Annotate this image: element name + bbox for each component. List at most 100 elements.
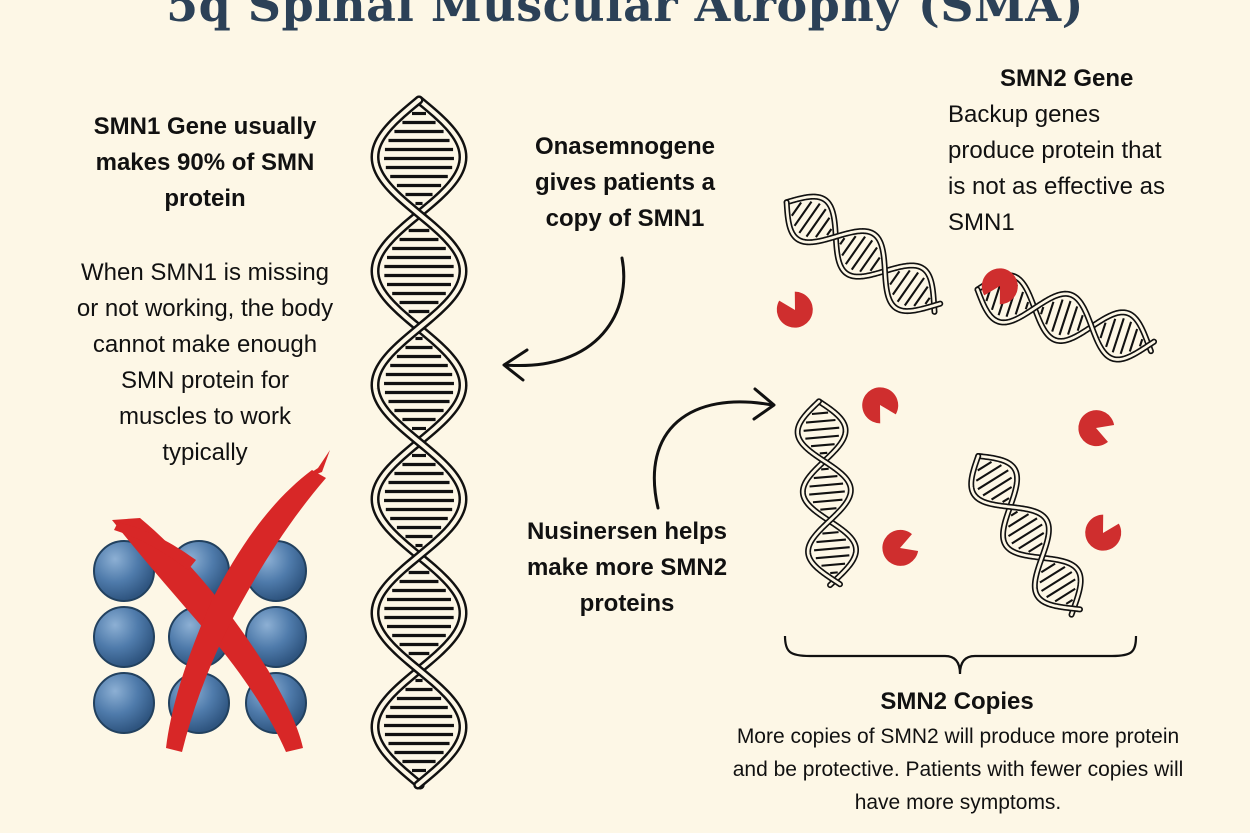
dna-rung: [815, 217, 831, 238]
dna-strand-fill: [796, 400, 853, 586]
dna-rung: [822, 531, 839, 535]
dna-rung: [1105, 318, 1117, 348]
smn2-copies-description-line: More copies of SMN2 will produce more pr…: [736, 725, 1180, 748]
dna-rung: [1040, 562, 1056, 574]
dna-rung: [805, 434, 839, 440]
dna-strand-fill: [372, 97, 466, 788]
smn1-heading-line: makes 90% of SMN: [95, 149, 315, 176]
smn1-heading-line: protein: [164, 185, 246, 212]
dna-rung: [977, 460, 993, 472]
dna-rung: [1010, 510, 1019, 517]
dna-rung: [819, 451, 828, 455]
dna-rung: [1007, 513, 1030, 528]
smn2-gene-description: Backup genes produce protein that is not…: [948, 97, 1248, 241]
smn2-gene-heading: SMN2 Gene: [1000, 65, 1134, 92]
onasemnogene-arrow: [502, 256, 626, 382]
smn2-copies-description-line: have more symptoms.: [854, 791, 1062, 814]
dna-rung: [821, 562, 846, 567]
dna-rung: [1039, 565, 1066, 584]
dna-rung: [815, 554, 850, 560]
nusinersen-line: make more SMN2: [526, 554, 728, 581]
smn1-description-line: cannot make enough: [92, 331, 318, 358]
dna-rung: [839, 237, 846, 245]
dna-rung: [830, 571, 838, 575]
smn2-gene-description-line: Backup genes: [948, 101, 1101, 128]
protein-sphere-icon: [93, 672, 155, 734]
dna-rung: [1028, 542, 1043, 553]
pacman-protein-icon: [1073, 405, 1118, 451]
smn2-gene-description-line: SMN1: [948, 209, 1015, 236]
smn1-description-line: When SMN1 is missing: [80, 259, 330, 286]
dna-rung: [1011, 523, 1043, 545]
dna-rung: [798, 203, 821, 234]
dna-rung: [903, 277, 925, 307]
dna-rung: [813, 546, 850, 552]
nusinersen-line: proteins: [579, 590, 675, 617]
dna-rung: [889, 270, 901, 286]
dna-rung: [859, 246, 878, 273]
pacman-protein-icon: [855, 380, 904, 428]
pacman-protein-icon: [1078, 510, 1127, 558]
onasemnogene-label: Onasemnogene gives patients a copy of SM…: [505, 129, 745, 237]
dna-strand-fill: [976, 288, 1156, 361]
dna-rung: [1014, 291, 1025, 315]
curly-brace: [783, 635, 1138, 675]
protein-sphere-icon: [93, 606, 155, 668]
smn2-copies-heading: SMN2 Copies: [880, 688, 1034, 715]
dna-rung: [1046, 578, 1076, 599]
dna-strand-fill: [969, 454, 1082, 611]
dna-strand-fill: [785, 200, 942, 313]
dna-rung: [1018, 532, 1045, 550]
dna-rung: [869, 256, 881, 272]
dna-rung: [1040, 571, 1073, 592]
dna-rung: [805, 418, 836, 424]
smn2-copies-description-line: and be protective. Patients with fewer c…: [732, 758, 1184, 781]
dna-rung: [790, 201, 802, 217]
dna-rung: [1111, 317, 1125, 353]
dna-rung: [809, 490, 845, 496]
dna-rung: [924, 297, 931, 305]
smn1-description-line: SMN protein for: [120, 367, 290, 394]
onasemnogene-line: copy of SMN1: [545, 205, 705, 232]
smn2-gene-description-line: produce protein that: [948, 137, 1162, 164]
nusinersen-label: Nusinersen helps make more SMN2 proteins: [497, 514, 757, 622]
dna-rung: [1128, 328, 1139, 352]
dna-rung: [850, 239, 874, 271]
dna-helix-icon: [783, 193, 944, 315]
dna-rung: [1067, 306, 1079, 335]
nusinersen-line: Nusinersen helps: [526, 518, 728, 545]
dna-rung: [1058, 300, 1072, 336]
dna-rung: [803, 426, 840, 432]
dna-strand-fill: [801, 400, 858, 587]
dna-rung: [1002, 497, 1010, 503]
dna-rung: [1045, 301, 1055, 325]
dna-rung: [1054, 587, 1076, 603]
dna-rung: [982, 476, 1013, 497]
smn1-description-line: muscles to work: [118, 403, 292, 430]
dna-rung: [793, 200, 813, 227]
dna-rung: [977, 469, 1009, 491]
dna-rung: [821, 467, 829, 471]
dna-rung: [810, 443, 835, 448]
dna-rung: [990, 281, 1003, 311]
dna-rung: [975, 464, 1002, 482]
protein-sphere-icon: [93, 540, 155, 602]
dna-rung: [841, 235, 857, 257]
dna-rung: [896, 271, 919, 303]
dna-rung: [816, 538, 847, 544]
dna-rung: [1051, 299, 1064, 332]
dna-rung: [805, 208, 827, 238]
dna-rung: [811, 411, 829, 416]
dna-rung: [891, 269, 911, 296]
dna-rung: [844, 236, 866, 265]
dna-rung: [820, 507, 837, 511]
dna-strand-fill: [976, 454, 1083, 617]
pacman-protein-icon: [771, 287, 820, 335]
pacman-protein-icon: [877, 525, 922, 571]
dna-helix-icon: [968, 452, 1084, 618]
smn2-gene-description-line: is not as effective as: [948, 173, 1166, 200]
dna-rung: [1040, 306, 1045, 315]
dna-rung: [813, 474, 838, 480]
onasemnogene-line: gives patients a: [534, 169, 716, 196]
